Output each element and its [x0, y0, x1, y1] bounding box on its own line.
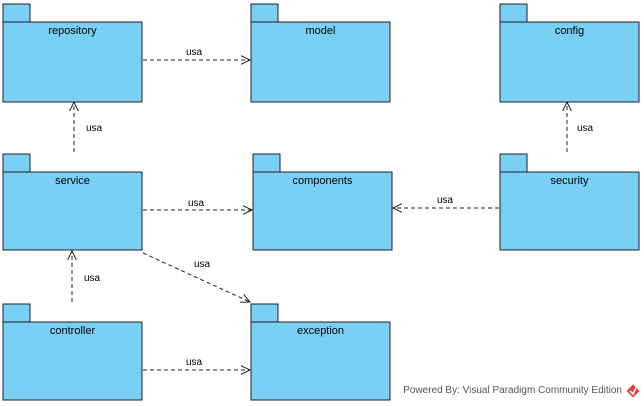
dependency-label: usa: [86, 123, 103, 134]
dependency-repository-to-model[interactable]: usa: [143, 47, 252, 65]
package-controller[interactable]: controller: [2, 303, 143, 401]
dependency-service-to-components[interactable]: usa: [143, 198, 254, 215]
dependency-controller-to-exception[interactable]: usa: [143, 357, 252, 375]
package-name: repository: [48, 25, 97, 37]
package-name: config: [555, 25, 584, 37]
package-tab: [2, 153, 31, 173]
arrowhead-icon: [240, 55, 252, 65]
package-body: [250, 321, 391, 401]
dependency-service-to-exception[interactable]: usa: [142, 252, 252, 303]
package-tab: [2, 303, 31, 323]
package-service[interactable]: service: [2, 153, 143, 251]
package-name: components: [293, 175, 353, 187]
package-body: [2, 21, 143, 103]
package-name: security: [551, 175, 589, 187]
dependency-label: usa: [186, 357, 203, 368]
package-model[interactable]: model: [250, 3, 391, 103]
dependency-label: usa: [186, 47, 203, 58]
package-tab: [2, 3, 31, 23]
dependency-label: usa: [194, 259, 211, 270]
dependency-layer: usa usa usa usa usa usa usa usa: [67, 47, 594, 375]
arrowhead-icon: [391, 203, 403, 213]
package-tab: [499, 153, 528, 173]
dependency-service-to-repository[interactable]: usa: [69, 100, 103, 152]
package-layer: repository model config service components se…: [2, 3, 640, 401]
package-tab: [250, 303, 279, 323]
package-security[interactable]: security: [499, 153, 640, 251]
dependency-line: [142, 252, 251, 303]
package-exception[interactable]: exception: [250, 303, 391, 401]
powered-by-footer: Powered By: Visual Paradigm Community Ed…: [403, 385, 622, 396]
dependency-label: usa: [84, 273, 101, 284]
arrowhead-icon: [239, 293, 252, 303]
dependency-security-to-components[interactable]: usa: [391, 195, 499, 213]
package-tab: [252, 153, 281, 173]
package-name: service: [55, 175, 90, 187]
package-name: exception: [297, 325, 344, 337]
package-config[interactable]: config: [499, 3, 640, 103]
package-body: [2, 321, 143, 401]
package-body: [499, 171, 640, 251]
package-body: [499, 21, 640, 103]
arrowhead-icon: [242, 205, 254, 215]
package-body: [250, 21, 391, 103]
dependency-label: usa: [437, 195, 454, 206]
visual-paradigm-logo-icon: [626, 384, 640, 398]
dependency-security-to-config[interactable]: usa: [562, 100, 594, 152]
package-name: controller: [50, 325, 96, 337]
dependency-label: usa: [577, 123, 594, 134]
package-tab: [250, 3, 279, 23]
package-components[interactable]: components: [252, 153, 393, 251]
package-body: [2, 171, 143, 251]
package-body: [252, 171, 393, 251]
arrowhead-icon: [240, 365, 252, 375]
package-tab: [499, 3, 528, 23]
package-name: model: [306, 25, 336, 37]
dependency-controller-to-service[interactable]: usa: [67, 249, 101, 302]
dependency-label: usa: [188, 198, 205, 209]
arrowhead-icon: [67, 249, 77, 261]
package-repository[interactable]: repository: [2, 3, 143, 103]
